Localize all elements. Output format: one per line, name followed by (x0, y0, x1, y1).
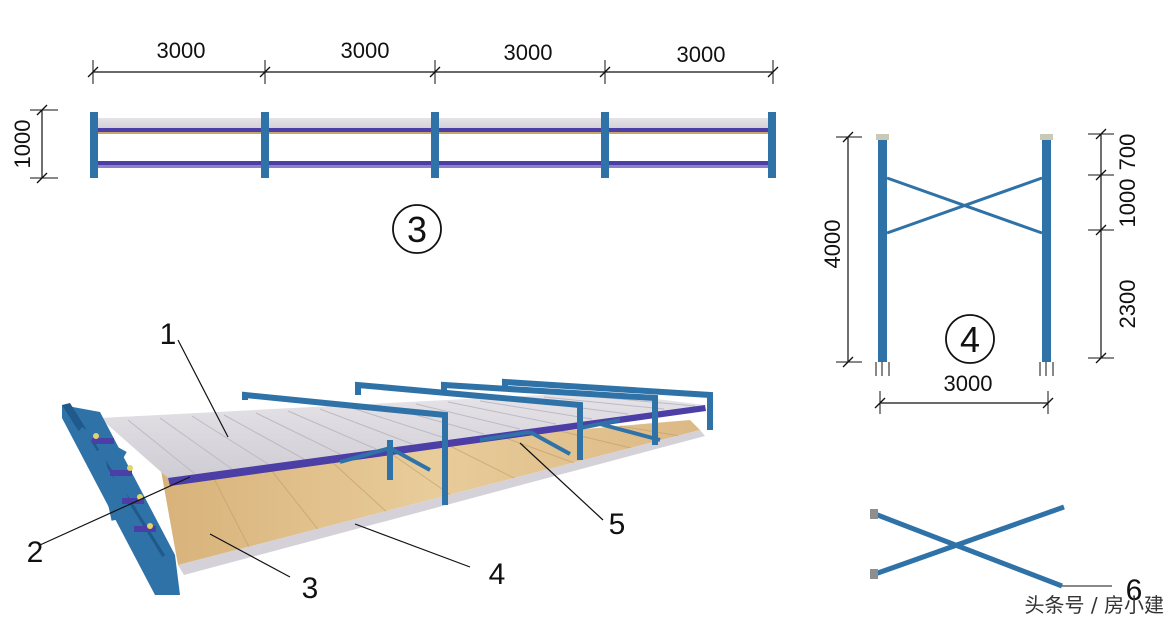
frame-height-dimension: 4000 (820, 131, 862, 368)
callout-2: 2 (27, 536, 44, 569)
callout-numbers: 1 2 3 4 5 6 (27, 318, 1143, 607)
elevation-posts (90, 112, 776, 178)
span-label-4: 3000 (677, 42, 726, 67)
segment-label-2300: 2300 (1115, 280, 1140, 329)
span-label-3: 3000 (504, 40, 553, 65)
deck-beam (168, 405, 706, 486)
segment-label-700: 700 (1115, 134, 1140, 171)
frame-view: 4000 700 1000 2300 (820, 128, 1140, 414)
brace-detail (870, 504, 1112, 589)
end-frame (62, 403, 180, 595)
elevation-view: 3000 3000 3000 3000 1000 (10, 38, 779, 254)
view-number-4: 4 (960, 319, 980, 360)
span-label-1: 3000 (157, 38, 206, 63)
callout-1: 1 (160, 318, 177, 351)
leader-lines (39, 339, 604, 578)
frame-total-height-label: 4000 (820, 220, 845, 269)
callout-3: 3 (302, 572, 319, 605)
callout-6: 6 (1126, 574, 1143, 607)
bottom-sheet (178, 430, 705, 575)
platform-3d (39, 339, 713, 595)
watermark-text: 头条号 / 房小建 (1025, 593, 1164, 617)
callout-5: 5 (609, 508, 626, 541)
callout-4: 4 (489, 558, 506, 591)
view-number-3: 3 (407, 209, 427, 250)
frame-width-dimension: 3000 (874, 371, 1054, 414)
frame-segment-dimension: 700 1000 2300 (1088, 128, 1140, 364)
span-label-2: 3000 (341, 38, 390, 63)
deck-truss (339, 418, 661, 472)
view-marker-4: 4 (945, 314, 995, 364)
height-label: 1000 (10, 120, 35, 169)
elevation-span-dimension: 3000 3000 3000 3000 (87, 38, 779, 84)
top-sheet (100, 392, 705, 478)
railings (242, 378, 713, 505)
segment-label-1000: 1000 (1115, 179, 1140, 228)
view-marker-3: 3 (392, 204, 442, 254)
elevation-height-dimension: 1000 (10, 104, 58, 184)
frame-x-bracing (886, 176, 1043, 235)
frame-columns (875, 134, 1054, 376)
frame-width-label: 3000 (944, 371, 993, 396)
